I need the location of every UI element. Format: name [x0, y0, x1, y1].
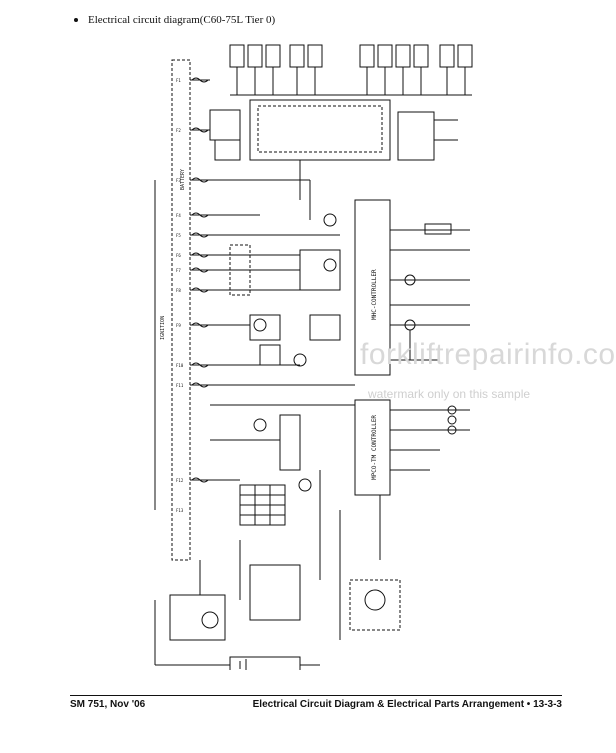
fuse-symbols [191, 77, 209, 483]
fuse-label: F13 [176, 508, 184, 513]
pump-controller-box [354, 399, 391, 496]
fuse-label: F7 [176, 268, 181, 273]
footer-divider [70, 695, 562, 696]
pump-controller-label: MPCO-TM CONTROLLER [371, 415, 378, 480]
fuse-label: F10 [176, 363, 184, 368]
watermark-site: forkliftrepairinfo.com [360, 338, 616, 371]
circuit-diagram: MHC-CONTROLLER MPCO-TM CONTROLLER BATTER… [154, 44, 473, 670]
fuse-label: F2 [176, 128, 181, 133]
fuse-label: F8 [176, 288, 181, 293]
fuse-label: F9 [176, 323, 181, 328]
ignition-label: IGNITION [160, 316, 166, 340]
watermark-note: watermark only on this sample [368, 387, 531, 401]
fuse-label: F1 [176, 78, 181, 83]
footer-manual-id: SM 751, Nov '06 [70, 699, 146, 710]
top-relay-row [229, 44, 473, 96]
fuse-label: F11 [176, 383, 184, 388]
main-controller-label: MHC-CONTROLLER [371, 269, 378, 320]
fuse-label: F5 [176, 233, 181, 238]
battery-label: BATTERY [180, 169, 186, 190]
bullet-icon [74, 18, 78, 22]
fuse-label: F4 [176, 213, 181, 218]
heading-text: Electrical circuit diagram(C60-75L Tier … [88, 14, 276, 26]
main-controller-box [354, 199, 391, 376]
document-heading: Electrical circuit diagram(C60-75L Tier … [74, 14, 275, 26]
fuse-label: F6 [176, 253, 181, 258]
footer-section-title: Electrical Circuit Diagram & Electrical … [252, 699, 562, 710]
fuse-label: F3 [176, 178, 181, 183]
fuse-label: F12 [176, 478, 184, 483]
